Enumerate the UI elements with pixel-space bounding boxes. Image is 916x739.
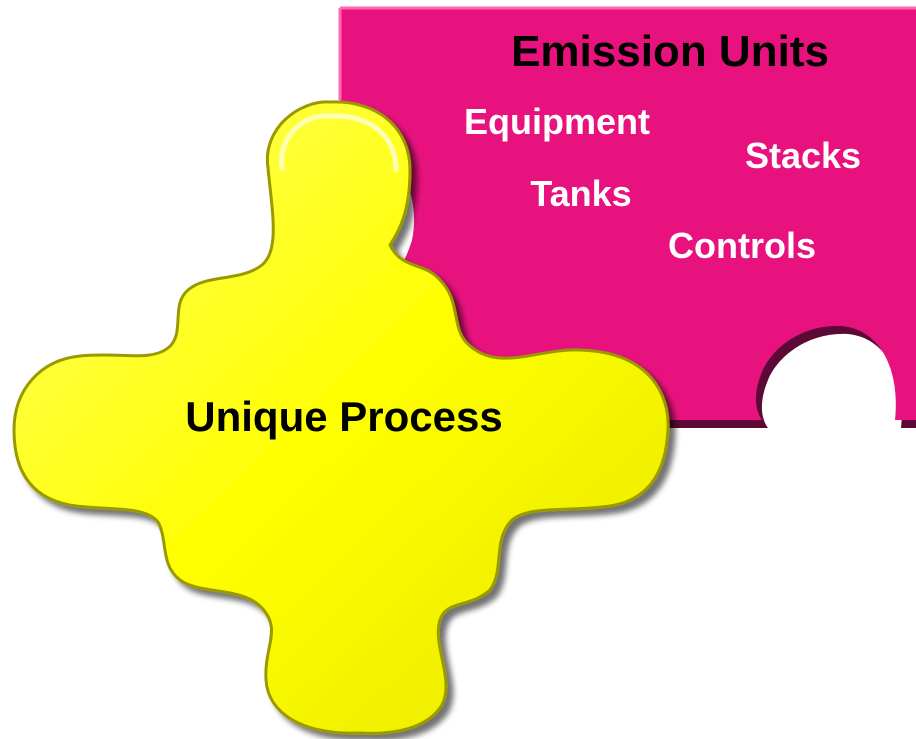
emission-units-piece xyxy=(338,6,916,428)
unique-process-title: Unique Process xyxy=(185,393,502,440)
emission-unit-equipment: Equipment xyxy=(464,101,650,142)
emission-unit-tanks: Tanks xyxy=(530,173,631,214)
unique-process-shape xyxy=(12,100,670,735)
emission-unit-controls: Controls xyxy=(668,225,816,266)
unique-process-piece xyxy=(12,100,670,735)
unique-process-highlight xyxy=(279,113,399,173)
emission-units-title: Emission Units xyxy=(511,27,829,76)
emission-unit-stacks: Stacks xyxy=(745,135,861,176)
emission-units-fill xyxy=(340,8,916,420)
